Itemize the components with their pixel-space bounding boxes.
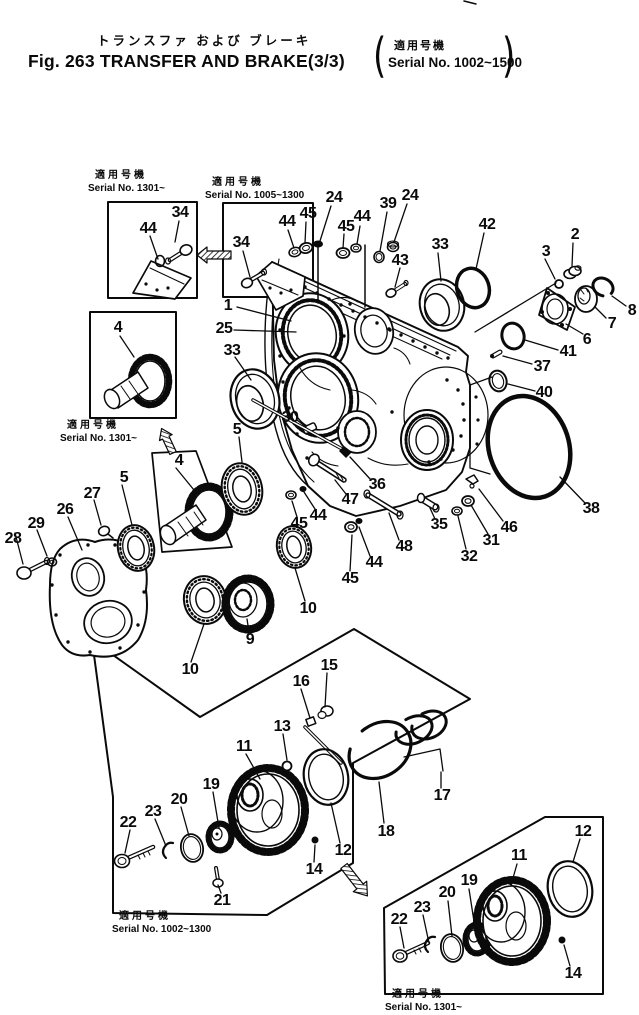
leader-lines [14,203,627,967]
o-ring-38-icon [485,393,573,501]
ring-20-icon [179,833,205,863]
figure-serial-range: Serial No. 1002~1500 [388,55,522,70]
ball-44-lower-icon [355,518,363,524]
bearing-33-left-icon [229,368,281,430]
nut-45-lower-icon [344,521,358,533]
washer-32-icon [451,506,463,516]
ring-12-icon [546,860,594,918]
fitting-46-icon [465,474,479,489]
ball-44-icon [299,486,307,492]
annotation-serial-top-middle: 適用号機 Serial No. 1005~1300 [205,177,305,201]
snap-rings-17-icon [394,709,448,772]
washer-3-icon [554,279,564,289]
clip-23-icon [161,841,175,860]
figure-title-japanese: トランスファ および ブレーキ [97,34,312,48]
o-ring-41-icon [500,321,526,351]
annotation-serial-top-left: 適用号機 Serial No. 1301~ [88,170,165,194]
cover-26-icon [48,538,148,658]
figure-title: Fig. 263 TRANSFER AND BRAKE(3/3) [28,51,345,71]
bearing-5-left-icon [116,524,156,572]
reference-arrow-bottom-icon [340,862,368,897]
ring-39-icon [373,250,385,264]
nut-16-icon [305,716,317,727]
bolt-28-icon [16,556,51,580]
nut-29-icon [46,557,58,567]
nut-45-icon [335,247,351,259]
callout-box-mid-left [89,311,177,419]
annotation-serial-bottom-right: 適用号機 Serial No. 1301~ [385,989,462,1013]
ring-20-icon [439,933,465,963]
bolt-43-icon [385,279,409,298]
washer-44-icon [350,243,362,253]
callout-box-bottom-right [383,816,604,995]
bolt-21-icon [212,866,224,888]
gear-4-icon [159,482,234,546]
nut-45-icon [298,241,314,255]
clutch-assembly-1002-1300 [113,705,350,888]
stud-24-head-icon [313,240,323,248]
bearing-33-right-icon [418,278,466,332]
plug-27-icon [97,525,114,539]
annotation-serial-bottom-left: 適用号機 Serial No. 1002~1300 [112,911,212,935]
callout-box-top-left [107,201,198,299]
snap-ring-18-icon [347,719,413,781]
bearing-10-right-icon [275,525,313,569]
o-ring-42-icon [454,266,492,310]
ring-13-icon [281,760,293,772]
snap-ring-8-icon [591,276,615,298]
figure-applicable-jp: 適用号機 [394,40,446,52]
clutch-assembly-1301 [392,860,594,966]
callout-box-bottom-left [91,628,471,916]
bearing-7-icon [574,285,598,313]
plug-31-icon [461,495,475,507]
bearing-10-left-icon [182,575,228,625]
washer-45-icon [285,490,297,500]
bolt-22-icon [113,844,156,869]
gear-11-icon [473,876,551,966]
nut-2-icon [563,265,582,280]
detail-plate-serial1301 [132,244,193,300]
bolt-15-icon [317,705,334,720]
spring-bar-icon [303,725,343,765]
stud-36-icon [251,398,352,458]
nut-24-icon [386,240,400,253]
callout-box-gear4 [151,450,233,553]
scan-mark [463,0,477,5]
pin-14-icon [558,936,566,944]
serial-paren-close: ) [502,28,516,85]
pin-14-icon [311,836,319,844]
washer-44-icon [154,254,166,268]
gear-11-icon [227,764,309,856]
annotation-serial-mid-left: 適用号機 Serial No. 1301~ [60,420,137,444]
pin-37-icon [490,349,503,359]
cover-6-icon [538,287,576,331]
gear-9-icon [221,574,275,634]
top-studs-and-nuts [313,240,409,308]
pin-35-icon [416,492,440,513]
bolt-34-icon [240,268,268,289]
bolt-hole-dots [278,279,466,464]
stud-48-icon [363,489,404,520]
bearing-5-upper-icon [220,462,264,516]
bolt-47-icon [307,453,347,483]
hub-19-icon [205,820,235,854]
bolt-22-icon [392,940,431,963]
reference-arrow-gear4-icon [158,427,177,456]
serial-paren-open: ( [373,28,387,85]
ring-40-icon [488,369,508,393]
bolt-34-icon [164,244,193,265]
reference-arrow-left-icon [196,246,232,264]
gear-4-serial1301-icon [103,353,173,410]
detail-case-corner-serial1005 [240,241,314,311]
